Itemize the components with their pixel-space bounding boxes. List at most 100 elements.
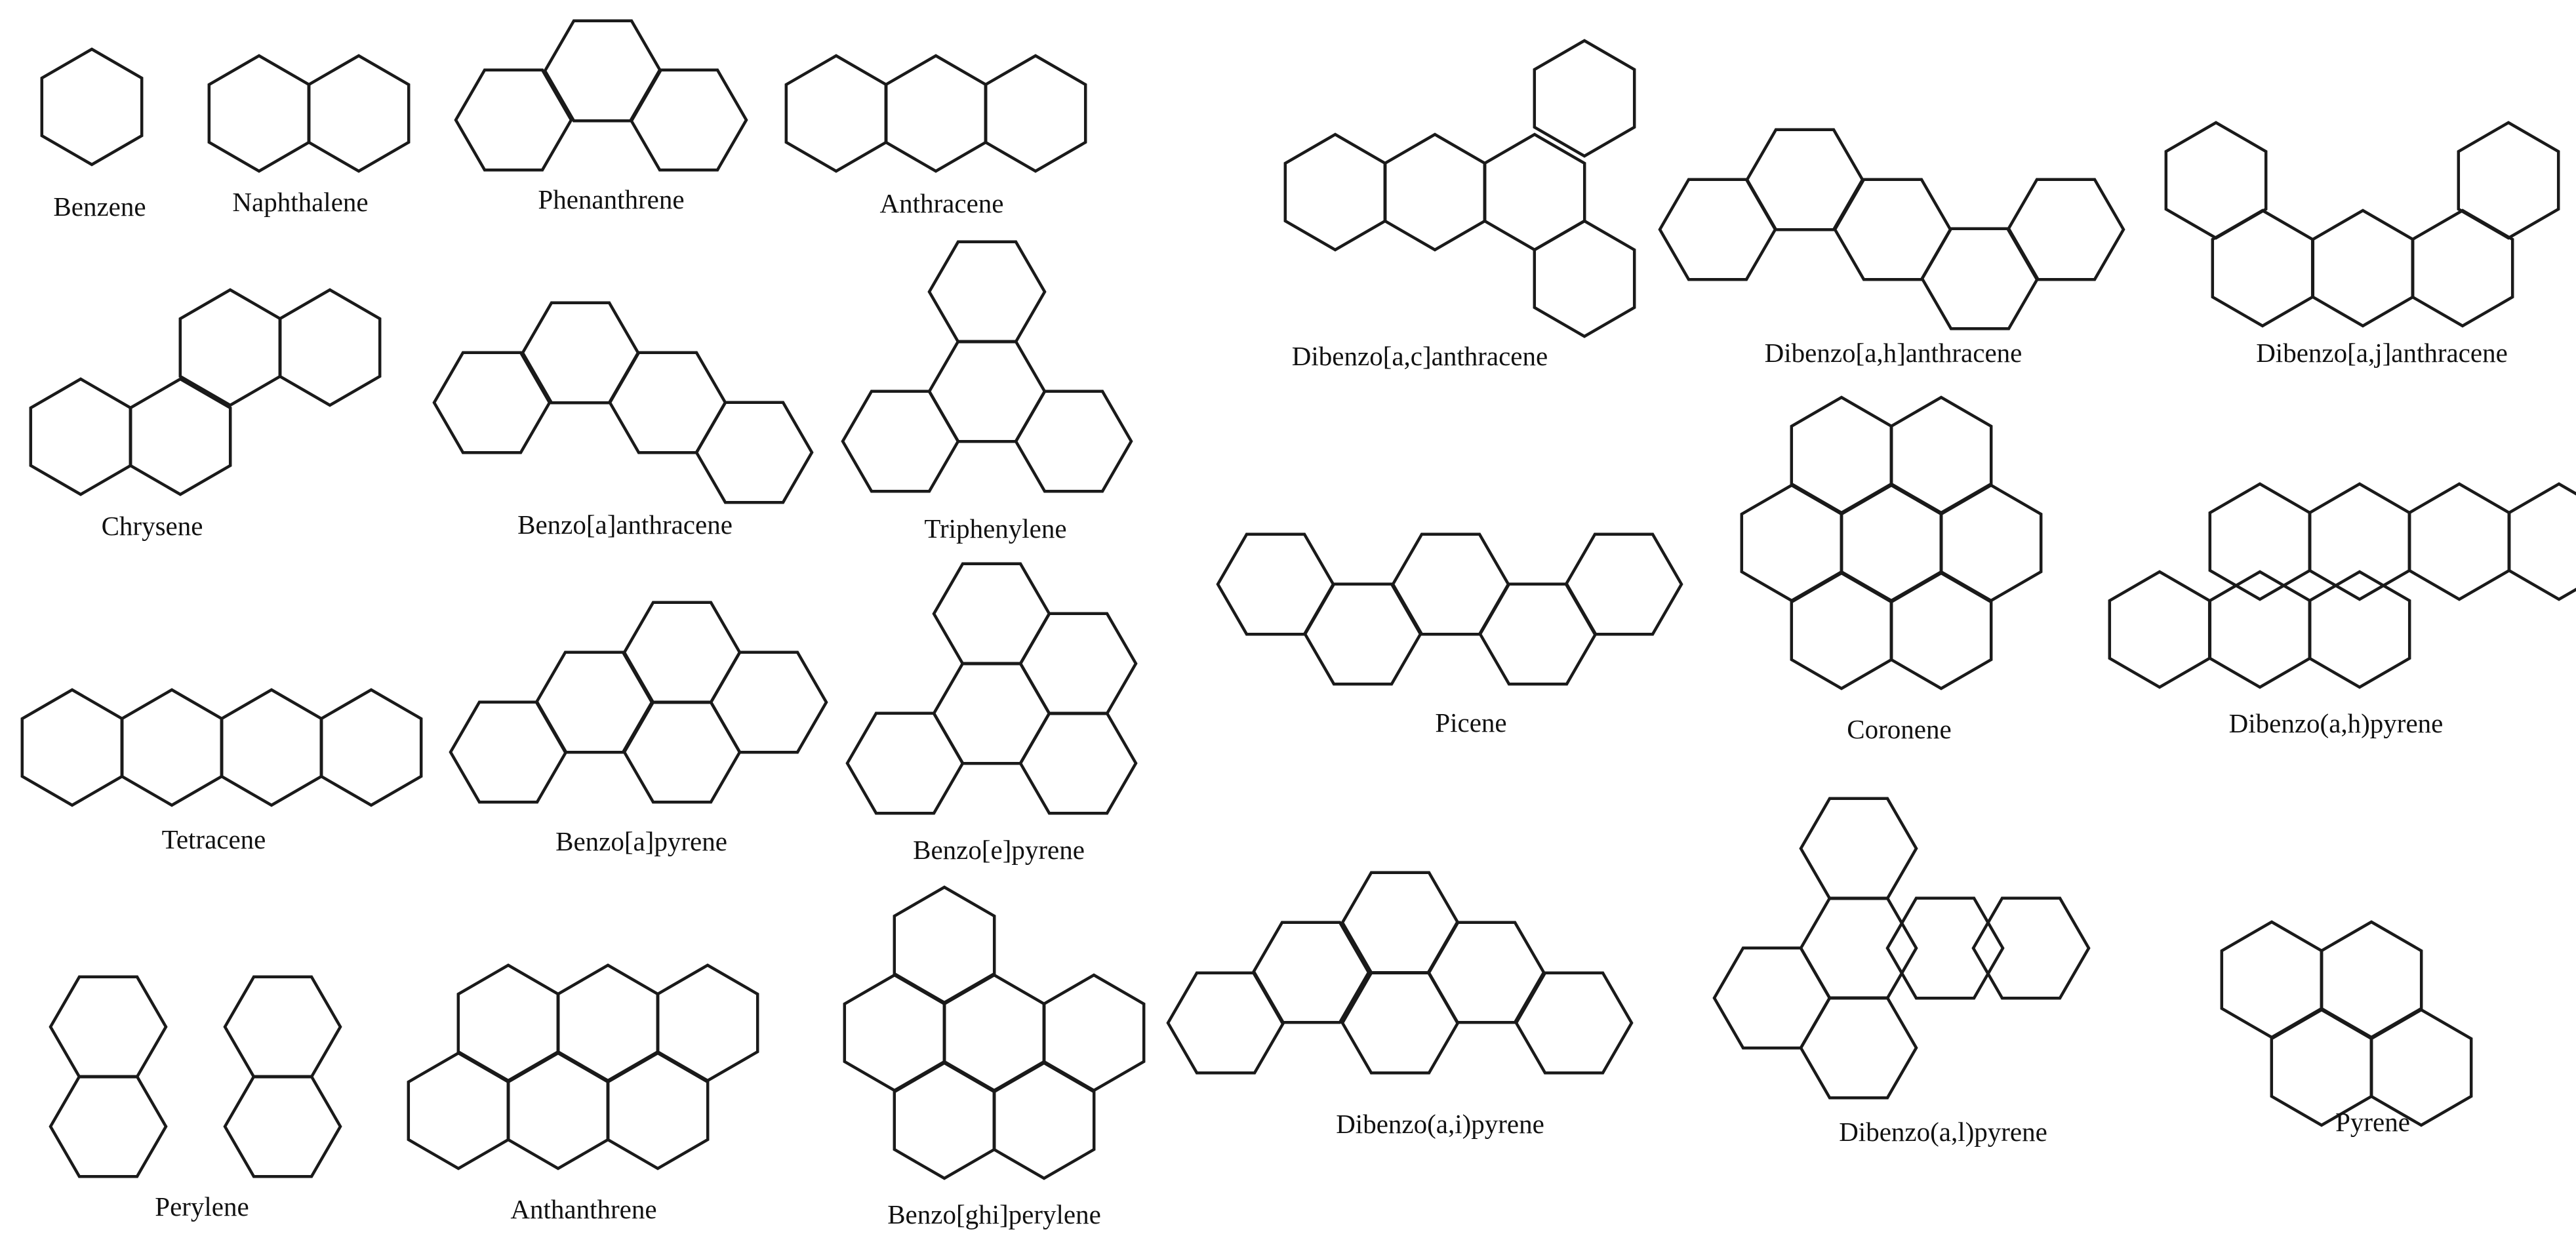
benzene-ring xyxy=(2164,121,2268,240)
benzene-ring xyxy=(432,351,552,454)
molecule-dibenzo-a-j-anthracene: Dibenzo[a,j]anthracene xyxy=(2164,121,2560,368)
benzene-ring xyxy=(1564,532,1683,636)
benzene-ring xyxy=(49,975,168,1079)
benzene-ring xyxy=(2411,209,2514,328)
molecule-label: Dibenzo[a,h]anthracene xyxy=(1765,338,2023,368)
molecule-pyrene: Pyrene xyxy=(2220,920,2473,1137)
benzene-ring xyxy=(709,650,828,754)
molecule-label: Triphenylene xyxy=(924,513,1066,544)
molecule-benzo-ghi-perylene: Benzo[ghi]perylene xyxy=(843,885,1146,1229)
benzene-ring xyxy=(1533,219,1636,338)
benzene-ring xyxy=(784,54,888,173)
benzene-ring xyxy=(2006,178,2125,281)
benzene-ring xyxy=(220,688,323,807)
benzene-ring xyxy=(629,68,748,172)
benzene-ring xyxy=(845,711,965,815)
molecule-dibenzo-a-h-pyrene: Dibenzo(a,h)pyrene xyxy=(2108,482,2576,738)
benzene-ring xyxy=(2457,121,2560,240)
benzene-ring xyxy=(29,377,132,496)
molecule-naphthalene: Naphthalene xyxy=(207,54,411,217)
molecule-label: Anthanthrene xyxy=(510,1194,656,1224)
molecule-dibenzo-a-l-pyrene: Dibenzo(a,l)pyrene xyxy=(1712,797,2091,1147)
benzene-ring xyxy=(1216,532,1335,636)
benzene-ring xyxy=(449,700,568,804)
benzene-ring xyxy=(2311,209,2415,328)
molecule-label: Naphthalene xyxy=(232,187,368,217)
benzene-ring xyxy=(1885,896,2005,1000)
benzene-ring xyxy=(2507,482,2576,601)
benzene-ring xyxy=(2211,209,2314,328)
benzene-ring xyxy=(1533,39,1636,158)
benzene-ring xyxy=(40,47,144,167)
molecule-label: Picene xyxy=(1435,708,1506,738)
benzene-ring xyxy=(307,54,411,173)
molecule-dibenzo-a-h-anthracene: Dibenzo[a,h]anthracene xyxy=(1658,128,2125,368)
benzene-ring xyxy=(1514,971,1634,1075)
benzene-ring xyxy=(49,1075,168,1178)
molecule-label: Dibenzo(a,i)pyrene xyxy=(1336,1109,1544,1139)
molecule-label: Perylene xyxy=(155,1191,249,1222)
molecule-label: Tetracene xyxy=(162,824,266,854)
benzene-ring xyxy=(1283,132,1387,252)
benzene-ring xyxy=(1340,971,1460,1075)
benzene-ring xyxy=(984,54,1087,173)
molecule-tetracene: Tetracene xyxy=(20,688,423,854)
molecule-perylene: Perylene xyxy=(49,975,342,1222)
benzene-ring xyxy=(129,377,232,496)
benzene-ring xyxy=(223,975,342,1079)
benzene-ring xyxy=(2308,482,2411,601)
benzene-ring xyxy=(1799,797,1918,900)
molecule-dibenzo-a-i-pyrene: Dibenzo(a,i)pyrene xyxy=(1166,871,1634,1139)
molecule-chrysene: Chrysene xyxy=(29,288,382,541)
benzene-ring xyxy=(622,700,742,804)
benzene-ring xyxy=(2208,570,2312,689)
molecule-label: Coronene xyxy=(1847,714,1951,744)
molecule-anthracene: Anthracene xyxy=(784,54,1087,218)
benzene-ring xyxy=(2108,570,2211,689)
benzene-ring xyxy=(1166,971,1285,1075)
benzene-ring xyxy=(2208,482,2312,601)
molecule-coronene: Coronene xyxy=(1740,395,2043,744)
benzene-ring xyxy=(1799,996,1918,1100)
benzene-ring xyxy=(120,688,224,807)
molecule-label: Dibenzo(a,l)pyrene xyxy=(1839,1117,2047,1147)
molecule-phenanthrene: Phenanthrene xyxy=(454,19,748,214)
molecule-label: Benzo[a]pyrene xyxy=(555,826,727,856)
benzene-ring xyxy=(207,54,311,173)
molecule-anthanthrene: Anthanthrene xyxy=(407,963,759,1224)
benzene-ring xyxy=(1658,178,1777,281)
benzene-ring xyxy=(1018,711,1138,815)
molecule-label: Benzo[ghi]perylene xyxy=(887,1199,1101,1229)
molecule-dibenzo-a-c-anthracene: Dibenzo[a,c]anthracene xyxy=(1283,39,1636,371)
molecule-triphenylene: Triphenylene xyxy=(841,240,1133,544)
molecule-label: Phenanthrene xyxy=(538,184,684,214)
benzene-ring xyxy=(278,288,382,407)
molecule-benzene: Benzene xyxy=(40,47,146,222)
molecule-label: Dibenzo[a,c]anthracene xyxy=(1292,341,1548,371)
molecule-benzo-a-pyrene: Benzo[a]pyrene xyxy=(449,601,828,856)
benzene-ring xyxy=(841,389,960,493)
benzene-ring xyxy=(1383,132,1487,252)
molecule-picene: Picene xyxy=(1216,532,1683,738)
molecule-benzo-a-anthracene: Benzo[a]anthracene xyxy=(432,301,814,540)
benzene-ring xyxy=(2407,482,2511,601)
benzene-ring xyxy=(694,401,814,504)
benzene-ring xyxy=(606,1051,710,1170)
molecule-label: Benzene xyxy=(53,191,146,222)
benzene-ring xyxy=(932,562,1051,666)
molecule-label: Benzo[a]anthracene xyxy=(517,509,733,540)
benzene-ring xyxy=(1971,896,2091,1000)
molecule-label: Chrysene xyxy=(102,511,203,541)
benzene-ring xyxy=(927,340,1047,443)
benzene-ring xyxy=(884,54,988,173)
benzene-ring xyxy=(608,351,727,454)
benzene-ring xyxy=(1920,227,2040,330)
benzene-ring xyxy=(223,1075,342,1178)
benzene-ring xyxy=(992,1061,1096,1180)
benzene-ring xyxy=(1014,389,1133,493)
benzene-ring xyxy=(454,68,573,172)
benzene-ring xyxy=(1799,896,1918,1000)
molecule-label: Benzo[e]pyrene xyxy=(913,835,1085,865)
benzene-ring xyxy=(1018,612,1138,715)
